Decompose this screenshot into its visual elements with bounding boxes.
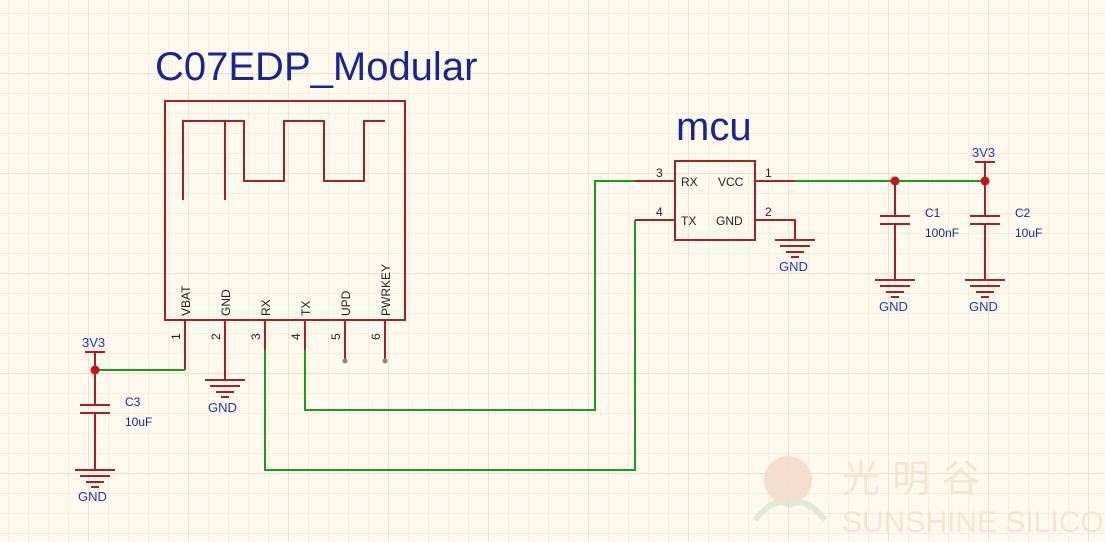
mcu-pin-3-num: 3 — [656, 166, 663, 180]
module-pin-3[interactable]: RX 3 — [249, 299, 273, 350]
gnd-label-module: GND — [208, 400, 237, 415]
capacitor-c2[interactable]: C2 10uF — [970, 181, 1042, 280]
module-pin-4-num: 4 — [289, 333, 303, 340]
gnd-symbol-mcu[interactable]: GND — [775, 239, 815, 274]
watermark-logo-leaf — [752, 499, 828, 522]
module-pin-5[interactable]: UPD 5 — [329, 290, 353, 364]
mcu-pin-1-num: 1 — [765, 166, 772, 180]
gnd-label-mcu: GND — [779, 259, 808, 274]
gnd-symbol-c1[interactable]: GND — [875, 279, 915, 314]
mcu-pin-2-name: GND — [716, 214, 743, 228]
mcu-pin-3-name: RX — [681, 175, 698, 189]
module-body[interactable] — [164, 100, 406, 321]
mcu-pin-4[interactable]: TX 4 — [635, 205, 696, 228]
power-3v3-left[interactable]: 3V3 — [82, 335, 105, 370]
module-pin-6[interactable]: PWRKEY 6 — [369, 264, 393, 364]
mcu-pin-1-name: VCC — [718, 175, 744, 189]
gnd-symbol-module[interactable]: GND — [205, 379, 245, 415]
c2-ref: C2 — [1015, 206, 1031, 220]
power-3v3-left-label: 3V3 — [82, 335, 105, 350]
mcu-body[interactable] — [674, 160, 756, 241]
gnd-label-c3: GND — [78, 489, 107, 504]
mcu-pin-2-num: 2 — [765, 205, 772, 219]
module-pin-2-num: 2 — [209, 333, 223, 340]
capacitor-c3[interactable]: C3 10uF — [80, 370, 152, 470]
mcu-pin-4-num: 4 — [656, 205, 663, 219]
antenna-trace — [182, 120, 385, 200]
module-pin-3-num: 3 — [249, 333, 263, 340]
gnd-label-c2: GND — [969, 299, 998, 314]
c2-value: 10uF — [1015, 226, 1042, 240]
c1-value: 100nF — [925, 226, 959, 240]
module-pin-1-name: VBAT — [179, 285, 193, 316]
c3-value: 10uF — [125, 415, 152, 429]
c3-ref: C3 — [125, 395, 141, 409]
wire-module-tx-to-mcu-rx[interactable] — [304, 180, 635, 411]
module-pin-4-name: TX — [299, 301, 313, 316]
module-pin-2-name: GND — [219, 289, 233, 316]
module-pin-4[interactable]: TX 4 — [289, 301, 313, 350]
mcu-title: mcu — [676, 105, 752, 149]
module-pin-5-name: UPD — [339, 290, 353, 316]
watermark-logo-sun — [764, 456, 812, 504]
power-3v3-right-label: 3V3 — [972, 145, 995, 160]
gnd-symbol-c2[interactable]: GND — [965, 279, 1005, 314]
module-pin-2[interactable]: GND 2 — [209, 289, 233, 380]
module-pin-1[interactable]: VBAT 1 — [169, 285, 193, 370]
watermark-cn: 光 明 谷 — [842, 457, 980, 501]
module-pin-6-num: 6 — [369, 333, 383, 340]
module-pin-6-name: PWRKEY — [379, 264, 393, 316]
gnd-label-c1: GND — [879, 299, 908, 314]
mcu-pin-3[interactable]: RX 3 — [635, 166, 698, 189]
mcu-pin-1[interactable]: VCC 1 — [718, 166, 795, 189]
watermark-en: SUNSHINE SILICON — [842, 506, 1105, 539]
module-pin-5-num: 5 — [329, 333, 343, 340]
module-title: C07EDP_Modular — [155, 45, 477, 89]
capacitor-c1[interactable]: C1 100nF — [880, 181, 959, 280]
module-pin-1-num: 1 — [169, 333, 183, 340]
module-pin-3-name: RX — [259, 299, 273, 316]
wire-module-rx-to-mcu-tx[interactable] — [264, 220, 636, 471]
mcu-pin-4-name: TX — [681, 214, 696, 228]
watermark: 光 明 谷 SUNSHINE SILICON — [752, 456, 1105, 539]
gnd-symbol-c3[interactable]: GND — [75, 469, 115, 504]
c1-ref: C1 — [925, 206, 941, 220]
mcu-pin-2[interactable]: GND 2 — [716, 205, 796, 240]
power-3v3-right[interactable]: 3V3 — [972, 145, 995, 181]
